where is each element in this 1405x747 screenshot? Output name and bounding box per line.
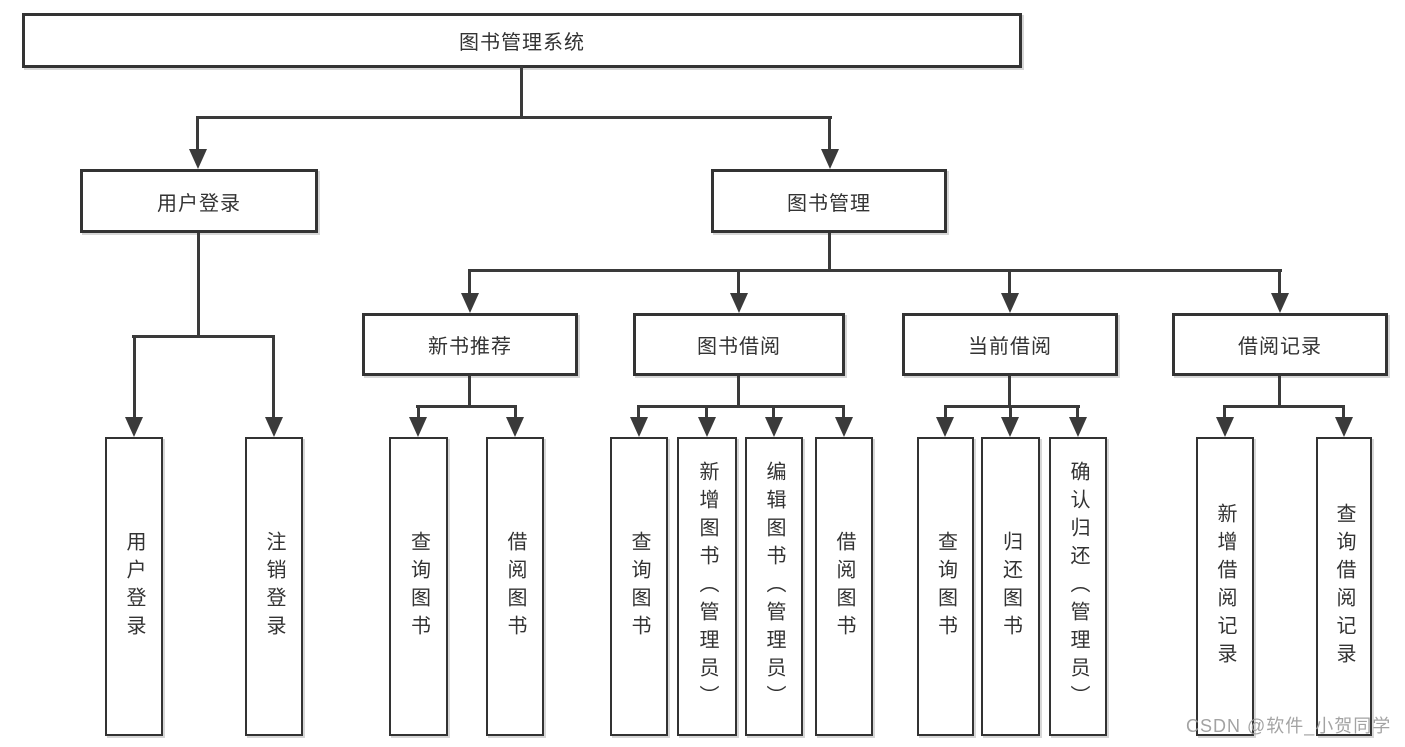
node-borrowing-records: 借阅记录: [1172, 313, 1388, 376]
arrow-down-icon: [265, 417, 283, 437]
arrow-down-icon: [730, 293, 748, 313]
arrow-down-icon: [1069, 417, 1087, 437]
node-current-borrowing: 当前借阅: [902, 313, 1118, 376]
arrow-down-icon: [821, 149, 839, 169]
arrow-down-icon: [461, 293, 479, 313]
node-new-book-recommendation: 新书推荐: [362, 313, 578, 376]
connector-line: [468, 376, 471, 407]
connector-line: [637, 405, 845, 408]
arrow-down-icon: [409, 417, 427, 437]
connector-line: [272, 335, 275, 419]
connector-line: [1008, 269, 1011, 295]
arrow-down-icon: [1271, 293, 1289, 313]
leaf-query-books-current: 查询图书: [917, 437, 974, 736]
node-label: 用户登录: [157, 192, 241, 215]
connector-line: [637, 405, 640, 419]
leaf-query-books-recommend: 查询图书: [389, 437, 448, 736]
leaf-label: 借阅图书: [504, 530, 526, 643]
connector-line: [196, 116, 199, 151]
connector-line: [1008, 376, 1011, 407]
leaf-add-borrow-record: 新增借阅记录: [1196, 437, 1254, 736]
leaf-label: 归还图书: [999, 530, 1022, 643]
arrow-down-icon: [835, 417, 853, 437]
connector-line: [842, 405, 845, 419]
arrow-down-icon: [1001, 417, 1019, 437]
leaf-label: 查询图书: [407, 530, 430, 643]
connector-line: [1278, 376, 1281, 407]
leaf-user-login: 用户登录: [105, 437, 163, 736]
node-user-login: 用户登录: [80, 169, 318, 233]
connector-line: [828, 116, 831, 151]
leaf-label: 查询图书: [628, 530, 650, 643]
leaf-label: 用户登录: [123, 530, 145, 643]
arrow-down-icon: [630, 417, 648, 437]
connector-line: [705, 405, 708, 419]
arrow-down-icon: [1001, 293, 1019, 313]
connector-line: [417, 405, 420, 419]
watermark: CSDN @软件_小贺同学: [1186, 716, 1392, 736]
leaf-label: 查询借阅记录: [1333, 502, 1355, 671]
node-book-borrowing: 图书借阅: [633, 313, 845, 376]
connector-line: [520, 66, 523, 118]
node-label: 图书管理系统: [459, 32, 585, 54]
connector-line: [1009, 405, 1012, 419]
arrow-down-icon: [698, 417, 716, 437]
arrow-down-icon: [125, 417, 143, 437]
connector-line: [133, 335, 136, 419]
leaf-borrow-book: 借阅图书: [815, 437, 873, 736]
leaf-query-borrow-record: 查询借阅记录: [1316, 437, 1372, 736]
connector-line: [416, 405, 517, 408]
leaf-query-books-borrow: 查询图书: [610, 437, 668, 736]
connector-line: [1342, 405, 1345, 419]
leaf-edit-book-admin: 编辑图书（管理员）: [745, 437, 803, 736]
connector-line: [132, 335, 275, 338]
connector-line: [1223, 405, 1345, 408]
node-label: 图书管理: [787, 192, 871, 215]
leaf-return-book: 归还图书: [981, 437, 1040, 736]
connector-line: [1076, 405, 1079, 419]
arrow-down-icon: [1335, 417, 1353, 437]
node-label: 图书借阅: [697, 336, 781, 358]
leaf-borrow-books-recommend: 借阅图书: [486, 437, 544, 736]
connector-line: [772, 405, 775, 419]
connector-line: [737, 269, 740, 295]
arrow-down-icon: [506, 417, 524, 437]
leaf-label: 新增借阅记录: [1214, 502, 1236, 671]
connector-line: [828, 233, 831, 271]
leaf-logout: 注销登录: [245, 437, 303, 736]
leaf-label: 确认归还（管理员）: [1067, 460, 1089, 713]
connector-line: [944, 405, 947, 419]
connector-line: [944, 405, 1080, 408]
node-label: 借阅记录: [1238, 336, 1322, 358]
connector-line: [197, 116, 832, 119]
connector-line: [514, 405, 517, 419]
node-label: 新书推荐: [428, 336, 512, 358]
leaf-label: 新增图书（管理员）: [696, 460, 718, 713]
node-library-management-system: 图书管理系统: [22, 13, 1022, 68]
connector-line: [1278, 269, 1281, 295]
connector-line: [737, 376, 740, 407]
node-book-management: 图书管理: [711, 169, 947, 233]
arrow-down-icon: [765, 417, 783, 437]
leaf-label: 编辑图书（管理员）: [763, 460, 785, 713]
connector-line: [468, 269, 1282, 272]
connector-line: [1223, 405, 1226, 419]
leaf-label: 查询图书: [934, 530, 957, 643]
connector-line: [468, 269, 471, 295]
arrow-down-icon: [1216, 417, 1234, 437]
arrow-down-icon: [936, 417, 954, 437]
leaf-confirm-return-admin: 确认归还（管理员）: [1049, 437, 1107, 736]
leaf-add-book-admin: 新增图书（管理员）: [677, 437, 737, 736]
arrow-down-icon: [189, 149, 207, 169]
connector-line: [197, 233, 200, 337]
leaf-label: 借阅图书: [833, 530, 855, 643]
leaf-label: 注销登录: [263, 530, 285, 643]
node-label: 当前借阅: [968, 336, 1052, 358]
